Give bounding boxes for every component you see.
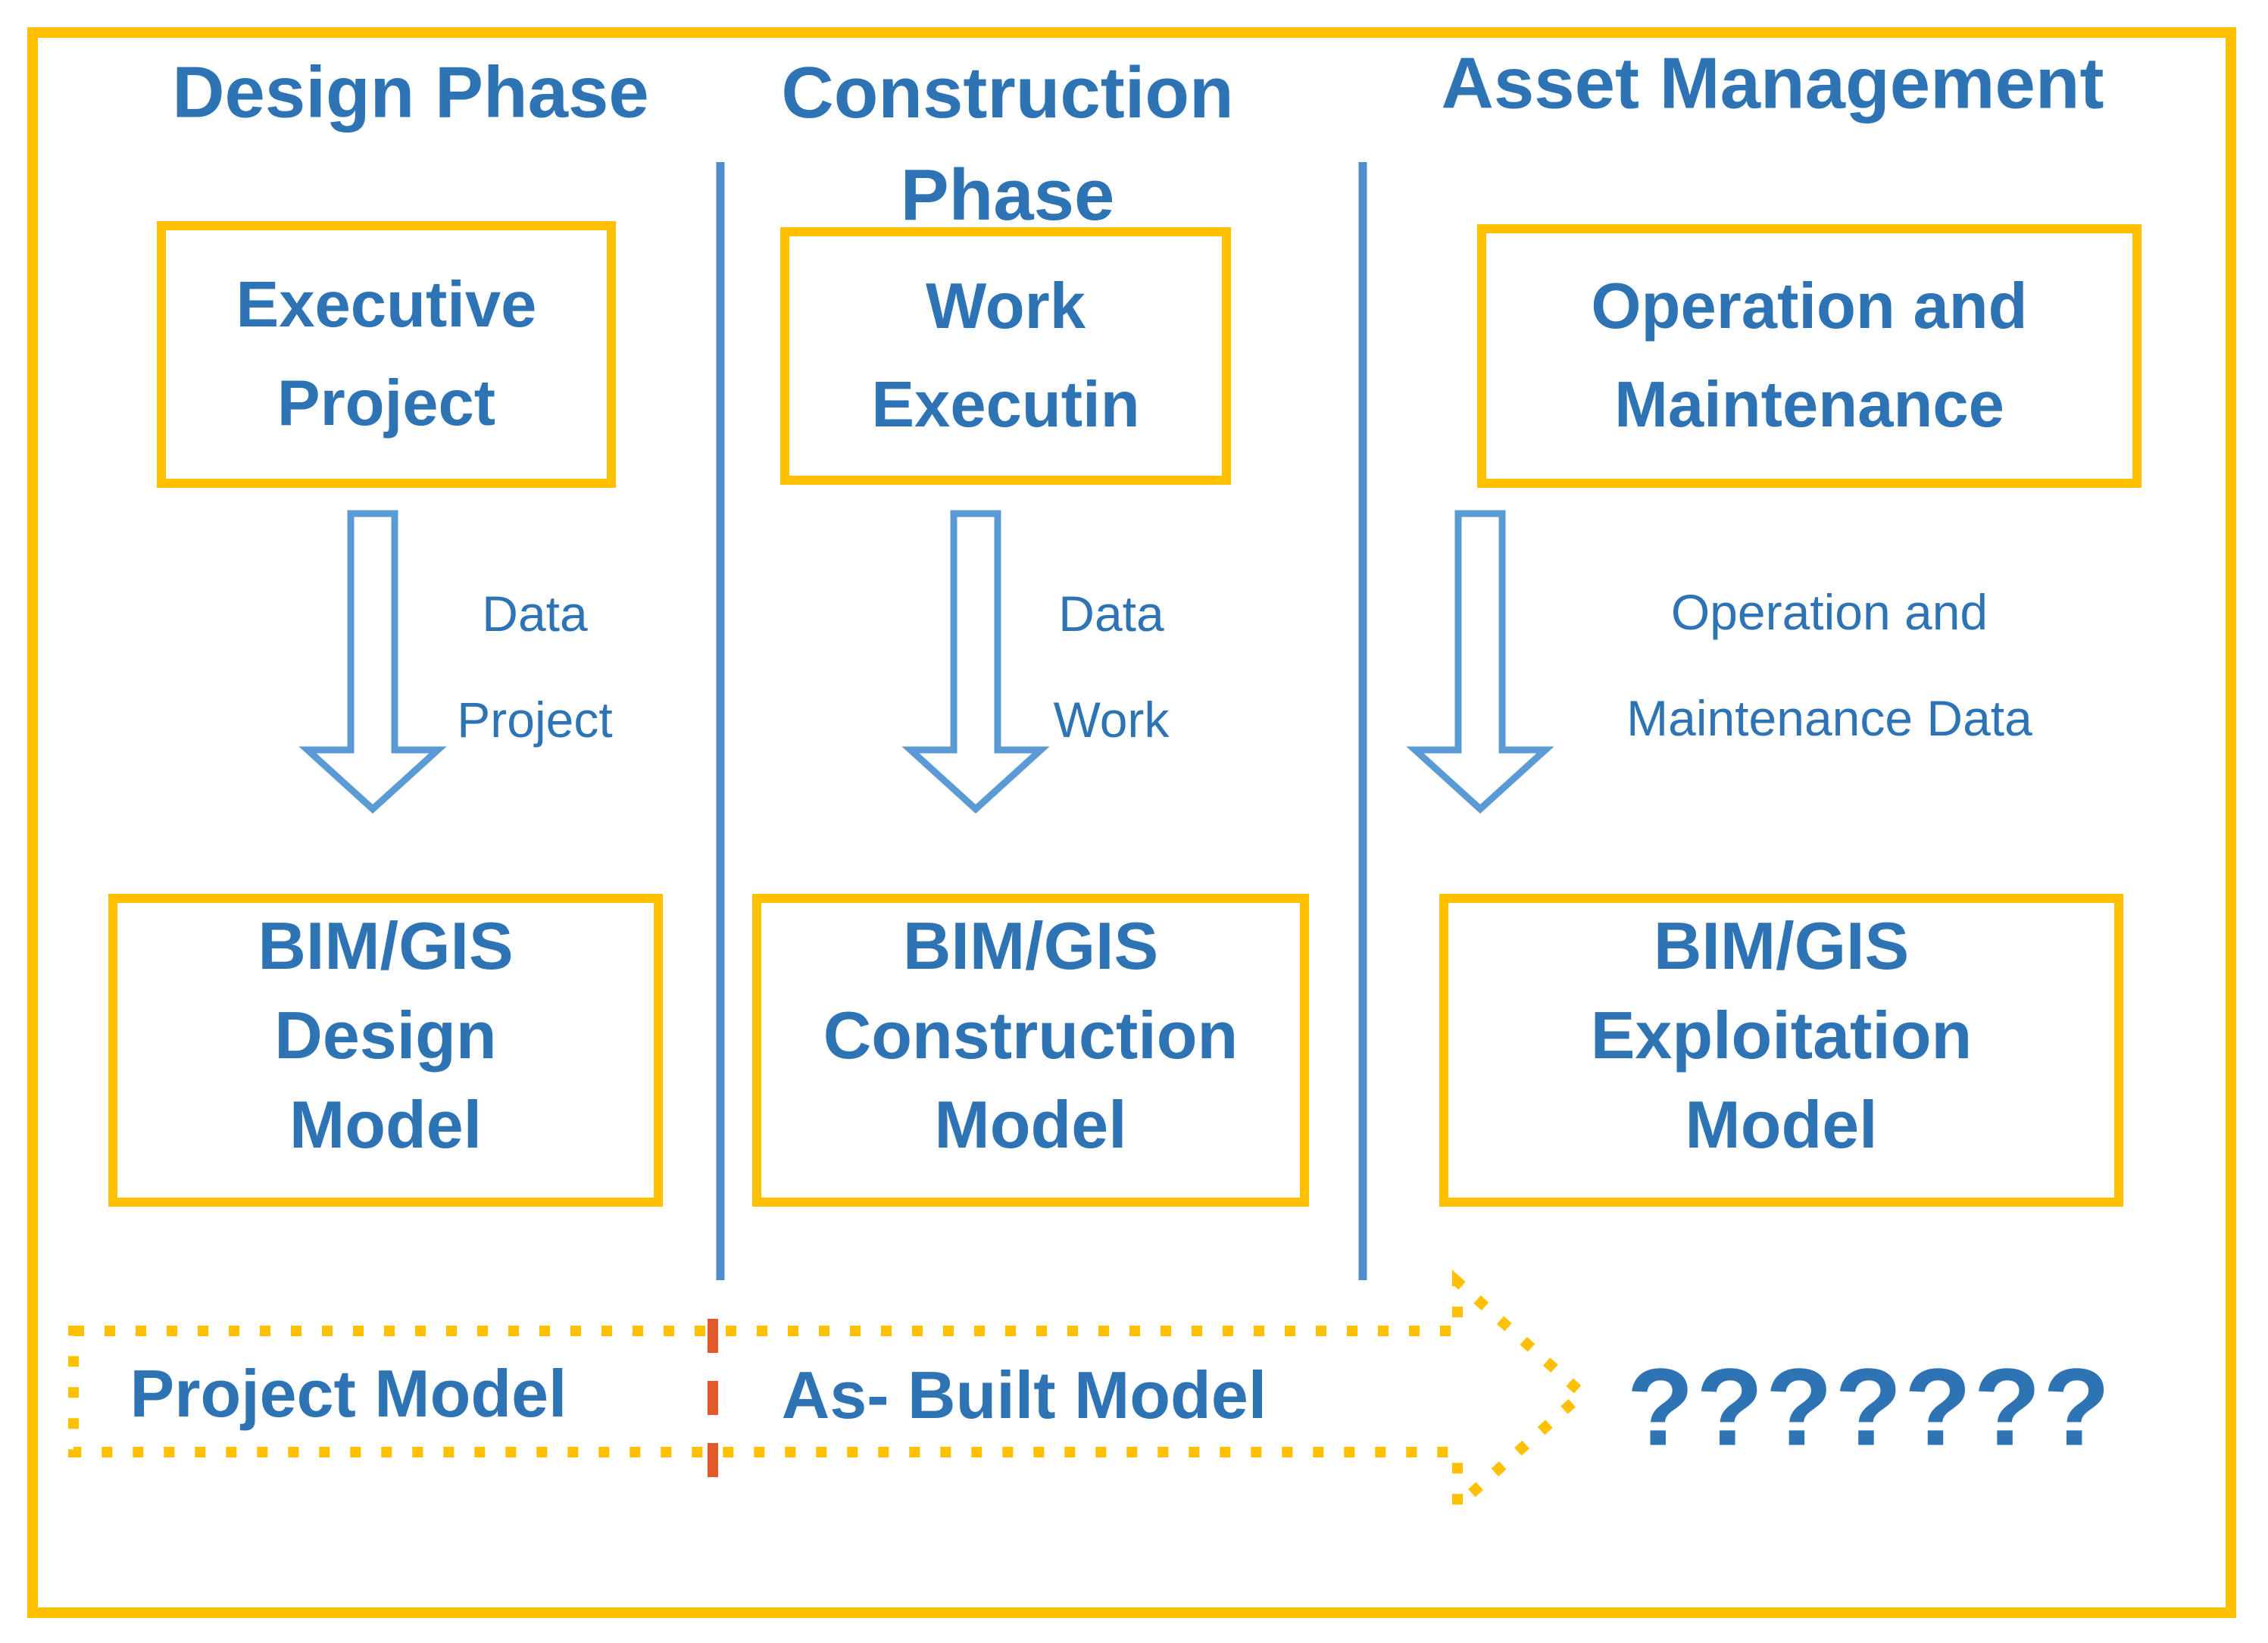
box-work-execution: Work Executin (780, 227, 1231, 485)
arrow-label-line: Data (482, 586, 588, 642)
title-line: Asset Management (1441, 42, 2104, 124)
box-operation-maintenance: Operation and Maintenance (1477, 224, 2141, 488)
box-text-line: Maintenance (1614, 369, 2004, 441)
arrow-label-data-project: Data Project (457, 561, 612, 773)
down-arrow-icon-asset (1406, 510, 1554, 814)
dotted-right-arrow-icon (68, 1270, 1591, 1518)
arrow-label-operation-maintenance-data: Operation and Maintenance Data (1626, 559, 2032, 771)
column-title-asset-management: Asset Management (1442, 33, 2104, 135)
arrow-label-data-work: Data Work (1054, 561, 1170, 773)
title-line: Phase (900, 155, 1115, 236)
arrow-label-line: Data (1058, 586, 1164, 642)
box-bim-gis-construction-model: BIM/GIS Construction Model (752, 894, 1309, 1207)
box-text-line: Executive (236, 269, 537, 341)
box-bim-gis-exploitation-model: BIM/GIS Exploitation Model (1439, 894, 2123, 1207)
down-arrow-icon-construction (901, 510, 1050, 814)
box-text-line: Model (934, 1086, 1127, 1162)
box-text-line: Model (1685, 1086, 1878, 1162)
box-text-line: BIM/GIS (1653, 907, 1910, 983)
diagram-outer-border (27, 27, 2236, 1618)
box-text-line: Design (274, 997, 497, 1073)
column-title-design-phase: Design Phase (172, 42, 649, 144)
box-text-line: Operation and (1591, 270, 2028, 342)
box-executive-project: Executive Project (157, 221, 616, 488)
box-text-line: Exploitation (1590, 997, 1973, 1073)
title-line: Design Phase (172, 52, 649, 133)
arrow-label-line: Maintenance Data (1626, 690, 2032, 746)
box-text-line: BIM/GIS (258, 907, 514, 983)
box-text-line: BIM/GIS (902, 907, 1159, 983)
box-text-line: Executin (871, 369, 1140, 441)
box-text-line: Construction (823, 997, 1239, 1073)
down-arrow-icon-design (298, 510, 447, 814)
box-bim-gis-design-model: BIM/GIS Design Model (108, 894, 663, 1207)
footer-unknown-model-label: ??????? (1626, 1345, 2113, 1469)
arrow-label-line: Work (1053, 692, 1170, 748)
title-line: Construction (781, 52, 1234, 133)
arrow-label-line: Project (457, 692, 613, 748)
column-title-construction-phase: Construction Phase (781, 42, 1233, 246)
box-text-line: Work (926, 270, 1086, 342)
footer-as-built-model-label: As- Built Model (781, 1357, 1267, 1432)
footer-project-model-label: Project Model (130, 1356, 567, 1431)
box-text-line: Model (289, 1086, 483, 1162)
box-text-line: Project (276, 367, 496, 439)
arrow-label-line: Operation and (1670, 584, 1988, 640)
